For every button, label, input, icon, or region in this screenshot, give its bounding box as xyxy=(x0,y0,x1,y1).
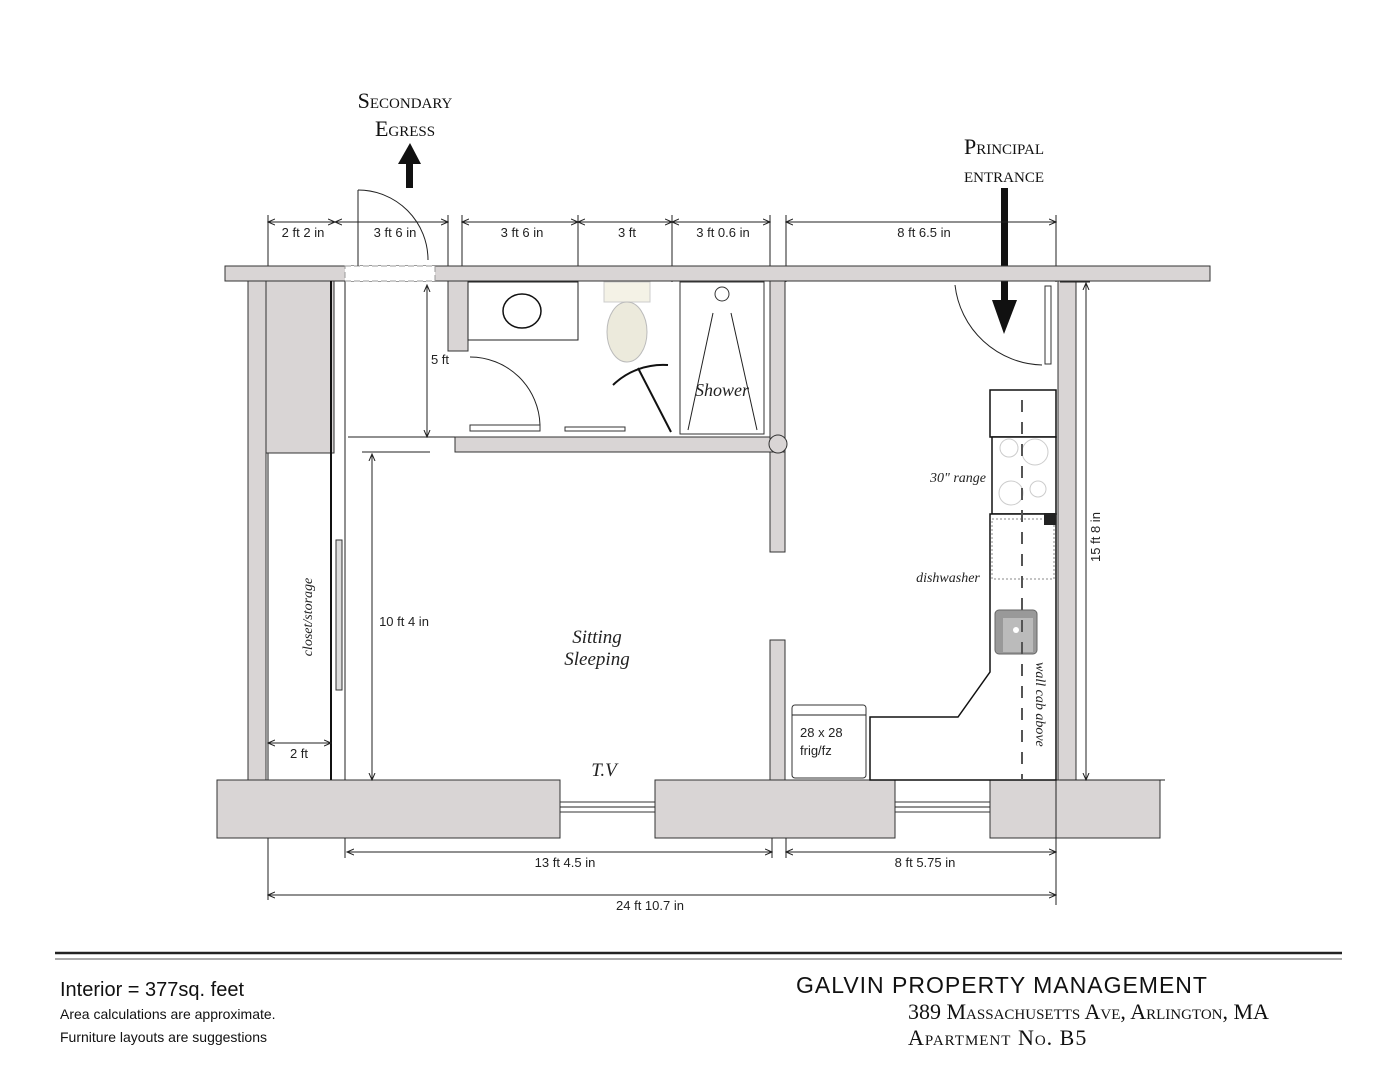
interior-area: Interior = 377sq. feet xyxy=(60,979,244,1001)
principal-entrance-label: Principal xyxy=(964,134,1044,159)
windows xyxy=(559,801,991,813)
fridge-size-label: 28 x 28 xyxy=(800,725,843,740)
sink-icon xyxy=(502,293,542,329)
company-name: GALVIN PROPERTY MANAGEMENT xyxy=(796,972,1208,998)
shower-stall xyxy=(679,281,765,435)
dim-closet-width: 2 ft xyxy=(290,746,308,761)
dim-total-width: 24 ft 10.7 in xyxy=(616,898,684,913)
walls xyxy=(216,265,1211,839)
furniture-note: Furniture layouts are suggestions xyxy=(60,1029,267,1045)
sleeping-label: Sleeping xyxy=(564,649,629,670)
apartment-number: Apartment No. B5 xyxy=(908,1025,1087,1050)
area-note: Area calculations are approximate. xyxy=(60,1006,276,1022)
egress-arrow-icon xyxy=(398,143,421,188)
dim-top-2: 3 ft 6 in xyxy=(374,225,417,240)
dim-bath-height: 5 ft xyxy=(431,352,449,367)
closet-label: closet/storage xyxy=(301,578,316,657)
fridge-label: frig/fz xyxy=(800,743,832,758)
entrance-arrow-icon xyxy=(992,188,1017,334)
range-label: 30" range xyxy=(929,471,986,486)
toilet-icon xyxy=(603,281,651,363)
doors xyxy=(344,189,1052,433)
dim-room-height: 10 ft 4 in xyxy=(379,614,429,629)
dim-right-height: 15 ft 8 in xyxy=(1088,512,1103,562)
property-address: 389 Massachusetts Ave, Arlington, MA xyxy=(908,999,1269,1024)
principal-entrance-label-2: entrance xyxy=(964,162,1044,187)
sitting-label: Sitting xyxy=(572,627,622,648)
dim-bottom-left: 13 ft 4.5 in xyxy=(535,855,596,870)
dim-top-6: 8 ft 6.5 in xyxy=(897,225,950,240)
top-dimensions xyxy=(268,215,1056,785)
dim-top-4: 3 ft xyxy=(618,225,636,240)
interior-dimensions xyxy=(268,281,1165,905)
dishwasher-label: dishwasher xyxy=(916,571,980,586)
dim-top-3: 3 ft 6 in xyxy=(501,225,544,240)
bathroom xyxy=(467,281,765,435)
secondary-egress-label-2: Egress xyxy=(375,116,435,141)
secondary-egress-label: Secondary xyxy=(358,88,453,113)
kitchen xyxy=(791,389,1057,781)
range xyxy=(991,436,1057,515)
fridge xyxy=(791,704,867,779)
shower-label: Shower xyxy=(695,380,750,400)
dim-top-1: 2 ft 2 in xyxy=(282,225,325,240)
tv-label: T.V xyxy=(591,760,619,781)
dim-top-5: 3 ft 0.6 in xyxy=(696,225,749,240)
dim-bottom-right: 8 ft 5.75 in xyxy=(895,855,956,870)
wall-cab-label: wall cab above xyxy=(1032,662,1047,747)
